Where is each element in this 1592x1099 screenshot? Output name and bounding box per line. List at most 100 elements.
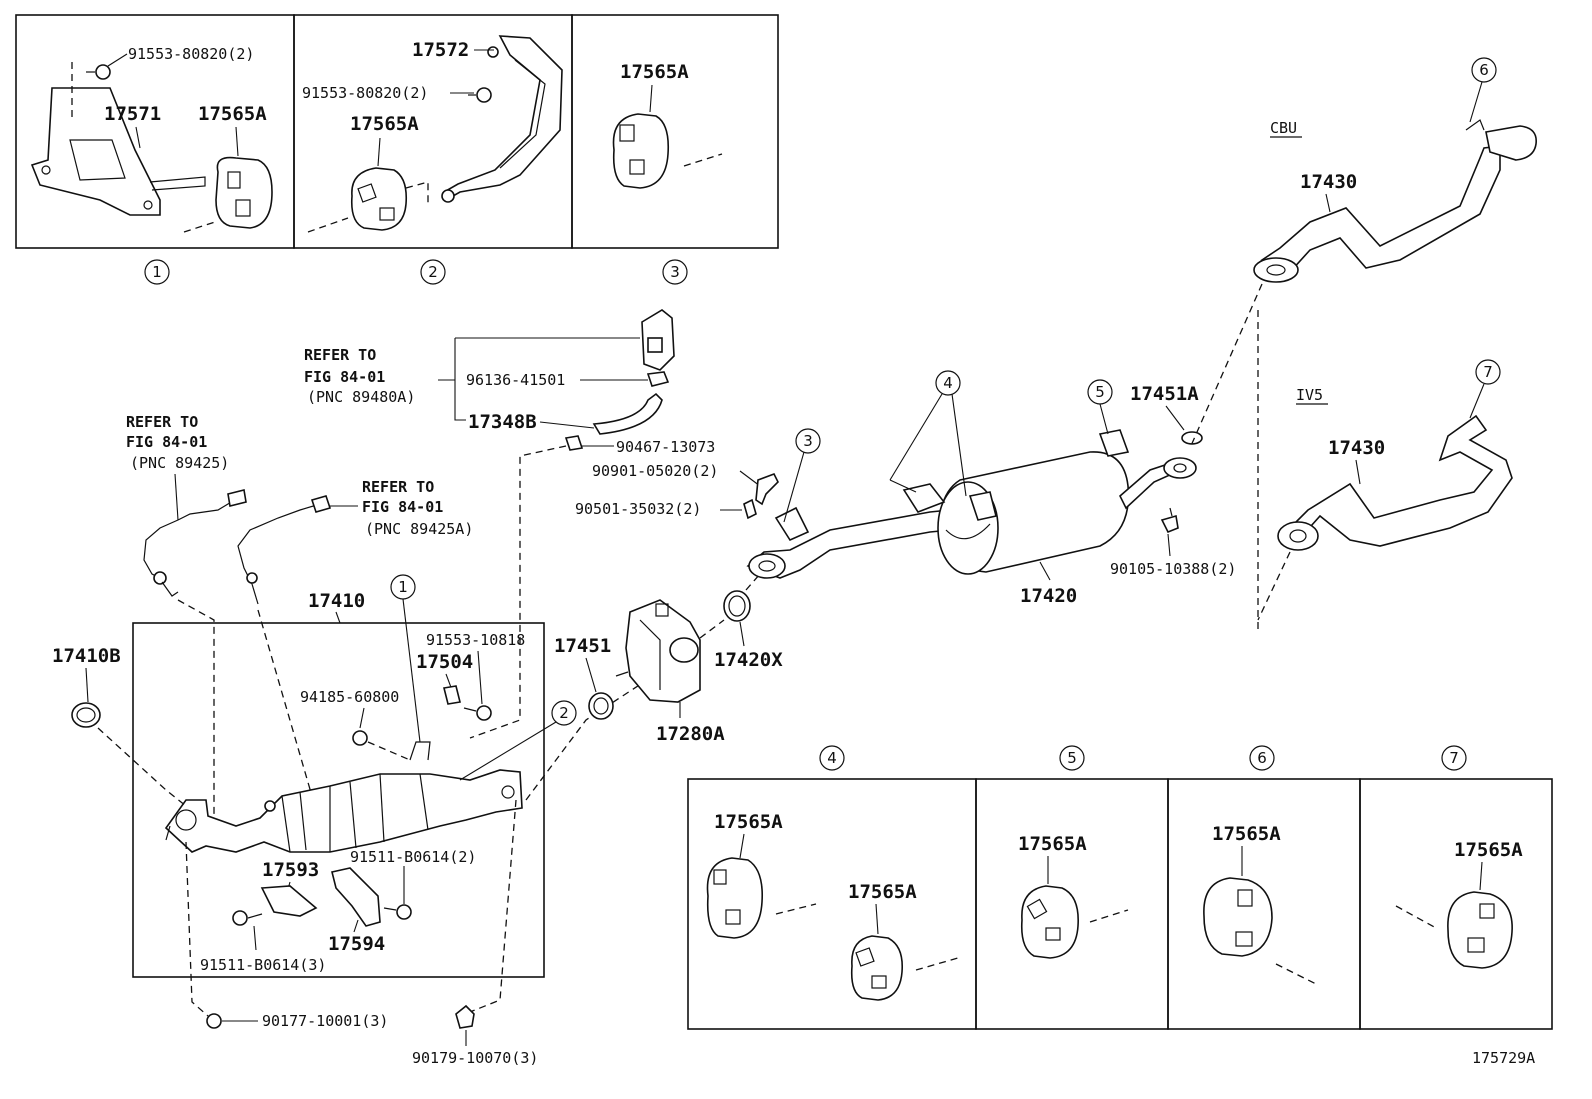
hanger-17565A-box4a [706,857,764,939]
label-17565A-box6: 17565A [1212,823,1281,845]
svg-text:5: 5 [1067,749,1077,767]
callout-7-bottom: 7 [1441,745,1467,771]
shield-17594 [331,867,381,927]
svg-text:FIG 84-01: FIG 84-01 [304,368,385,386]
label-17594: 17594 [328,933,385,955]
label-17565A-box2: 17565A [350,113,419,135]
callout-6-main: 6 [1471,57,1497,83]
detail-box-2: 17572 91553-80820(2) 17565A [293,14,573,249]
svg-text:REFER TO: REFER TO [304,346,376,364]
label-91553-80820-box1: 91553-80820(2) [128,45,254,63]
label-90901-05020: 90901-05020(2) [592,462,718,480]
label-17348B: 17348B [468,411,537,433]
label-17593: 17593 [262,859,319,881]
catalyst-group-box [132,622,545,978]
detail-box-1: 17571 17565A 91553-80820(2) [15,14,295,249]
bolt-91511-B0614-2 [396,904,412,920]
svg-text:5: 5 [1095,383,1105,401]
hanger-17565A-box3 [612,113,670,189]
gasket-17420X [723,590,751,622]
svg-text:3: 3 [803,432,813,450]
svg-text:(PNC 89480A): (PNC 89480A) [307,388,415,406]
bolt-91553-80820-box1 [95,64,111,80]
hanger-17565A-box1 [215,156,273,229]
gasket-17451 [588,692,614,720]
callout-2-top: 2 [420,259,446,285]
diagram-id: 175729A [1472,1049,1535,1067]
sensor-wire-1 [143,497,239,579]
label-90501-35032: 90501-35032(2) [575,500,701,518]
label-17280A: 17280A [656,723,725,745]
hanger-17565A-box2 [350,167,408,231]
detail-box-3: 17565A [571,14,779,249]
svg-text:FIG 84-01: FIG 84-01 [126,433,207,451]
clamp-90467-13073 [564,435,584,451]
sensor-wire-2 [237,503,321,585]
nut-90179-10070 [455,1004,475,1029]
svg-text:2: 2 [559,704,569,722]
label-17572: 17572 [412,39,469,61]
bolt-90901-05020 [755,472,779,506]
filter-17280A [615,599,701,703]
bolt-90105-10388 [1160,514,1179,534]
label-96136-41501: 96136-41501 [466,371,565,389]
callout-4-bottom: 4 [819,745,845,771]
label-91553-10818: 91553-10818 [426,631,525,649]
label-17565A-box3: 17565A [620,61,689,83]
label-17451A: 17451A [1130,383,1199,405]
label-17410B: 17410B [52,645,121,667]
svg-text:6: 6 [1257,749,1267,767]
label-17420: 17420 [1020,585,1077,607]
callout-5-bottom: 5 [1059,745,1085,771]
label-17430-cbu: 17430 [1300,171,1357,193]
callout-3-main: 3 [795,428,821,454]
label-17410: 17410 [308,590,365,612]
label-17571: 17571 [104,103,161,125]
bolt-91511-B0614-3 [232,910,248,926]
refer-note-3: REFER TO FIG 84-01 (PNC 89425A) [362,478,473,538]
label-17565A-box5: 17565A [1018,833,1087,855]
label-17420X: 17420X [714,649,783,671]
label-17565A-box4b: 17565A [848,881,917,903]
callout-1-main: 1 [390,574,416,600]
bracket-17504 [443,685,461,705]
hose-17348B [592,392,663,435]
callout-5-main: 5 [1087,379,1113,405]
callout-2-main: 2 [551,700,577,726]
detail-box-7: 17565A [1359,778,1553,1030]
detail-box-4: 17565A 17565A [687,778,977,1030]
shield-17593 [260,885,318,917]
svg-text:1: 1 [398,578,408,596]
label-94185-60800: 94185-60800 [300,688,399,706]
muffler-17420 [746,429,1197,579]
svg-text:REFER TO: REFER TO [362,478,434,496]
svg-text:4: 4 [827,749,837,767]
gasket-17410B [71,702,101,728]
svg-text:7: 7 [1449,749,1459,767]
hanger-17565A-box5 [1020,885,1079,959]
label-90105-10388: 90105-10388(2) [1110,560,1236,578]
callout-7-main: 7 [1475,359,1501,385]
svg-text:1: 1 [152,263,162,281]
tail-pipe-17430-iv5 [1277,414,1513,551]
label-17565A-box4a: 17565A [714,811,783,833]
svg-text:3: 3 [670,263,680,281]
tail-pipe-17430-cbu [1253,119,1537,283]
bolt-91553-10818 [476,705,492,721]
detail-box-5: 17565A [975,778,1169,1030]
label-90179-10070: 90179-10070(3) [412,1049,538,1067]
svg-text:REFER TO: REFER TO [126,413,198,431]
callout-6-bottom: 6 [1249,745,1275,771]
nut-94185-60800 [352,730,368,746]
variant-iv5: IV5 [1296,386,1323,404]
bolt-91553-80820-box2 [476,87,492,103]
svg-text:(PNC 89425A): (PNC 89425A) [365,520,473,538]
label-17565A-box7: 17565A [1454,839,1523,861]
spring-90501-35032 [743,498,757,520]
detail-box-6: 17565A [1167,778,1361,1030]
svg-text:4: 4 [943,374,953,392]
hanger-17565A-box6 [1203,877,1273,957]
label-17430-iv5: 17430 [1328,437,1385,459]
